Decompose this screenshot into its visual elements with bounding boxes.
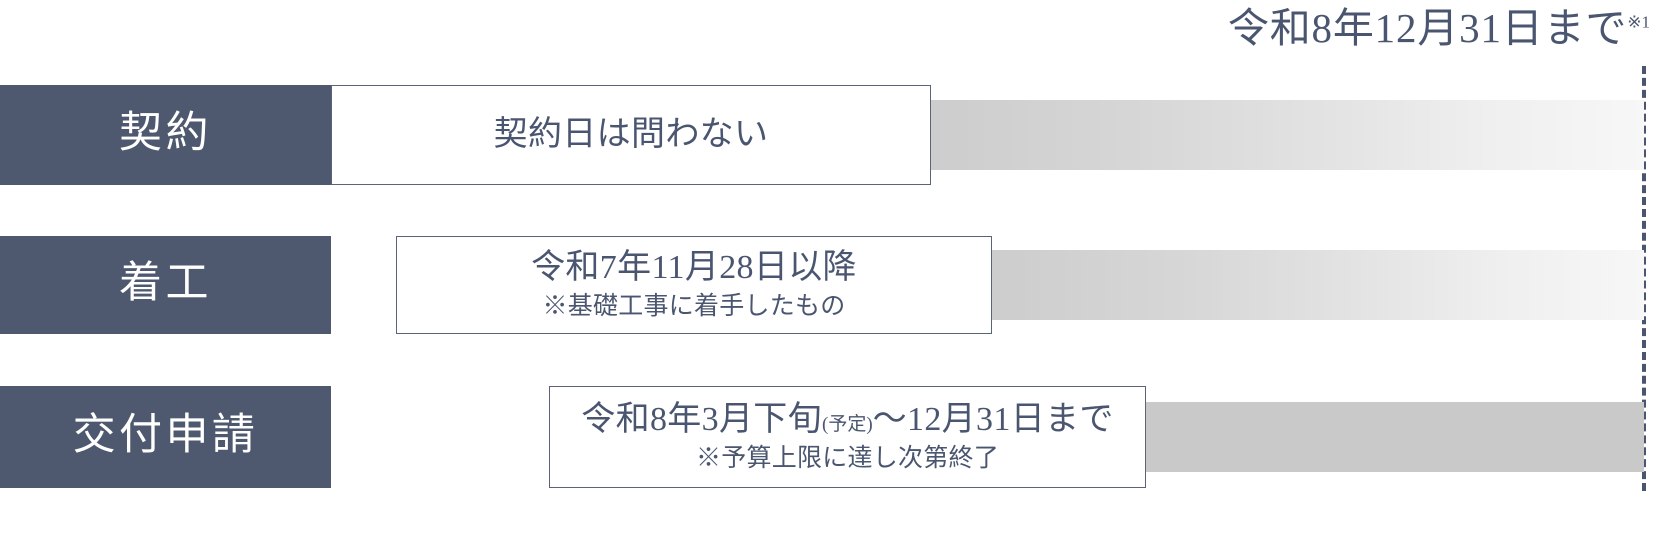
row-card-construction-start-sub: ※基礎工事に着手したもの [542,292,846,320]
row-card-grant-application: 令和8年3月下旬(予定)～12月31日まで ※予算上限に達し次第終了 [549,386,1146,488]
deadline-caption: 令和8年12月31日まで※1 [1090,4,1650,53]
row-card-construction-start-main-text: 令和7年11月28日以降 [531,249,857,287]
timeline-row-construction-start: 着工 令和7年11月28日以降 ※基礎工事に着手したもの [0,236,1678,334]
deadline-footnote-marker: ※1 [1627,12,1650,32]
row-label-construction-start-text: 着工 [119,259,212,307]
row-track-construction-start [992,250,1644,320]
row-track-contract [931,100,1644,170]
row-card-construction-start: 令和7年11月28日以降 ※基礎工事に着手したもの [396,236,992,334]
row-card-grant-application-main-tail: ～12月31日まで [872,401,1114,439]
timeline-row-grant-application: 交付申請 令和8年3月下旬(予定)～12月31日まで ※予算上限に達し次第終了 [0,386,1678,488]
row-label-grant-application-text: 交付申請 [72,411,259,459]
row-label-grant-application: 交付申請 [0,386,331,488]
row-card-grant-application-main-note: (予定) [822,414,873,436]
row-card-grant-application-main: 令和8年3月下旬(予定)～12月31日まで [581,400,1113,439]
row-label-contract-text: 契約 [119,109,212,157]
deadline-dashed-line [1642,66,1646,491]
timeline-row-contract: 契約 契約日は問わない [0,85,1678,185]
row-card-contract-main: 契約日は問わない [494,115,769,154]
row-track-grant-application [1146,402,1644,472]
row-card-grant-application-sub: ※予算上限に達し次第終了 [695,444,999,472]
row-label-construction-start: 着工 [0,236,331,334]
deadline-caption-text: 令和8年12月31日まで [1227,5,1628,51]
row-card-contract: 契約日は問わない [331,85,931,185]
row-label-contract: 契約 [0,85,331,185]
row-card-construction-start-main: 令和7年11月28日以降 [531,248,857,287]
row-card-grant-application-main-text: 令和8年3月下旬 [581,401,822,439]
row-card-contract-main-text: 契約日は問わない [493,116,769,154]
